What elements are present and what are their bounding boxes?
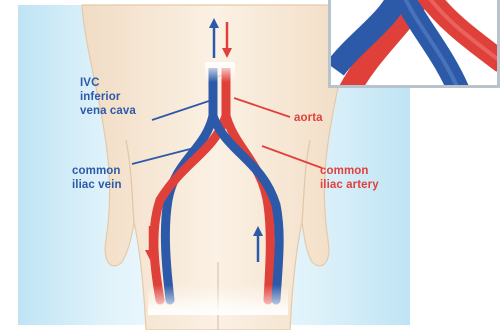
iliac-vein-label-line1: common [72, 164, 122, 178]
body-silhouette [82, 5, 352, 330]
iliac-artery-label: common iliac artery [320, 164, 379, 192]
inset-vessels [331, 0, 500, 88]
ivc-label: IVC inferior vena cava [80, 76, 136, 118]
bifurcation-inset [328, 0, 500, 88]
vessel-top-fade [205, 62, 235, 82]
iliac-artery-label-line1: common [320, 164, 379, 178]
ivc-label-line1: IVC [80, 76, 136, 90]
iliac-vein-label: common iliac vein [72, 164, 122, 192]
aorta-label-text: aorta [294, 111, 323, 125]
iliac-vein-label-line2: iliac vein [72, 178, 122, 192]
aorta-label: aorta [294, 111, 323, 125]
vessel-bottom-fade [148, 285, 288, 315]
iliac-artery-label-line2: iliac artery [320, 178, 379, 192]
ivc-label-line3: vena cava [80, 104, 136, 118]
ivc-label-line2: inferior [80, 90, 136, 104]
